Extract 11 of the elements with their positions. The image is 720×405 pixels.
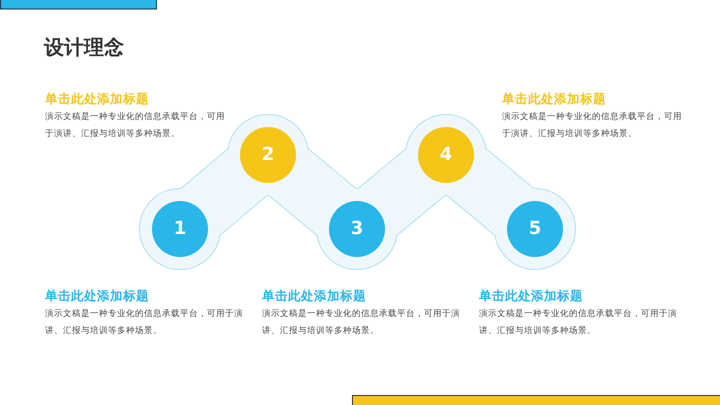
item-description: 演示文稿是一种专业化的信息承载平台，可用于演讲、汇报与培训等多种场景。 [479,308,678,338]
item-heading: 单击此处添加标题 [45,288,149,305]
item-description: 演示文稿是一种专业化的信息承载平台，可用于演讲、汇报与培训等多种场景。 [45,308,244,338]
item-heading: 单击此处添加标题 [479,288,583,305]
item-heading: 单击此处添加标题 [262,288,366,305]
item-description: 演示文稿是一种专业化的信息承载平台，可用于演讲、汇报与培训等多种场景。 [45,111,226,141]
title: 设计理念 [44,34,124,61]
item-heading: 单击此处添加标题 [502,91,606,108]
item-description: 演示文稿是一种专业化的信息承载平台，可用于演讲、汇报与培训等多种场景。 [262,308,461,338]
item-description: 演示文稿是一种专业化的信息承载平台，可用于演讲、汇报与培训等多种场景。 [502,111,683,141]
item-heading: 单击此处添加标题 [45,91,149,108]
